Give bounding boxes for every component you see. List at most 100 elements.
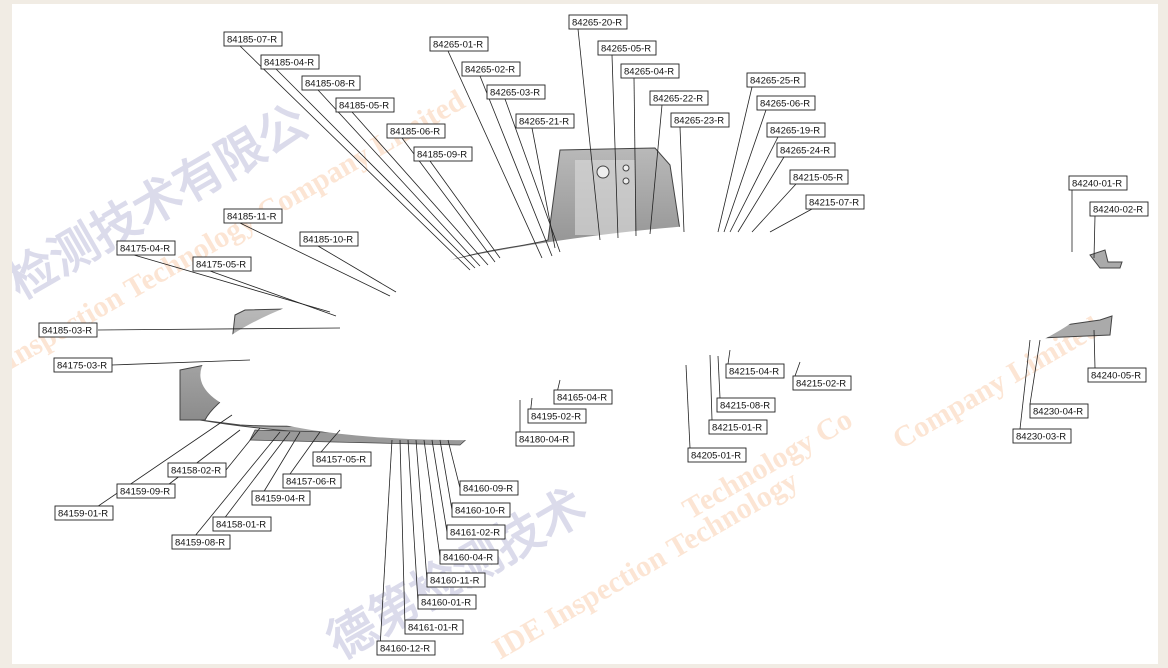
callout-label: 84195-02-R [527, 408, 587, 424]
callout-text: 84265-02-R [465, 65, 515, 76]
callout-box [805, 194, 865, 210]
callout-text: 84159-01-R [58, 509, 108, 520]
leader-line [751, 183, 797, 233]
callout-box [386, 123, 446, 139]
leader-line [794, 361, 801, 377]
leader-line [275, 68, 476, 269]
callout-box [299, 231, 359, 247]
callout-box [223, 208, 283, 224]
leader-line [679, 126, 685, 233]
callout-text: 84265-23-R [674, 116, 724, 127]
callout-text: 84161-02-R [450, 528, 500, 539]
callout-text: 84230-03-R [1016, 432, 1066, 443]
bolt-hole [596, 165, 610, 179]
callout-text: 84240-05-R [1091, 371, 1141, 382]
callout-box [38, 322, 98, 338]
callout-box [486, 84, 546, 100]
leader-line [429, 160, 501, 259]
callout-box [301, 75, 361, 91]
leader-line [399, 439, 406, 628]
callout-box [116, 483, 176, 499]
leader-line [317, 89, 481, 267]
callout-label: 84265-01-R [429, 36, 489, 52]
callout-box [687, 447, 747, 463]
callout-text: 84230-04-R [1033, 407, 1083, 418]
callout-label: 84160-11-R [426, 572, 486, 588]
callout-text: 84160-10-R [455, 506, 505, 517]
callout-text: 84160-09-R [463, 484, 513, 495]
leader-line [1093, 215, 1096, 259]
callout-box [670, 112, 730, 128]
callout-text: 84160-04-R [443, 553, 493, 564]
callout-label: 84158-01-R [212, 516, 272, 532]
leader-line [649, 104, 663, 235]
leader-line [379, 439, 393, 649]
leader-line [423, 439, 441, 558]
callout-label: 84265-23-R [670, 112, 730, 128]
cutaway-ellipse [200, 219, 1100, 441]
leader-line [717, 86, 753, 233]
callout-text: 84185-11-R [227, 212, 277, 223]
callout-text: 84180-04-R [519, 435, 569, 446]
callout-text: 84185-10-R [303, 235, 353, 246]
callout-label: 84240-01-R [1068, 175, 1128, 191]
leader-line [439, 439, 453, 511]
callout-text: 84265-04-R [624, 67, 674, 78]
watermark-en-3: IDE Inspection Technology [487, 464, 804, 664]
leader-line [317, 245, 397, 293]
leader-line [189, 431, 281, 543]
callout-label: 84240-05-R [1087, 367, 1147, 383]
callout-label: 84265-04-R [620, 63, 680, 79]
leader-lines [87, 28, 1096, 649]
leader-line [87, 414, 233, 514]
leader-line [284, 431, 321, 482]
callout-label: 84265-03-R [486, 84, 546, 100]
leader-line [259, 431, 301, 499]
drawing-canvas: 检测技术有限公 有限公 德第检测技术 Inspection Technology… [12, 4, 1158, 664]
callout-box [1068, 175, 1128, 191]
callout-text: 84205-01-R [691, 451, 741, 462]
leader-line [1093, 329, 1096, 369]
leader-line [431, 439, 448, 533]
callout-text: 84265-20-R [572, 18, 622, 29]
callout-box [515, 431, 575, 447]
leader-line [407, 439, 419, 603]
callout-label: 84215-07-R [805, 194, 865, 210]
callout-box [597, 40, 657, 56]
callout-label: 84160-12-R [376, 640, 436, 656]
callout-box [251, 490, 311, 506]
callout-box [312, 451, 372, 467]
callout-label: 84161-02-R [446, 524, 506, 540]
callout-label: 84265-22-R [649, 90, 709, 106]
callout-box [439, 549, 499, 565]
callout-box [756, 95, 816, 111]
leader-line [727, 349, 731, 365]
leader-line [737, 156, 785, 233]
leader-line [717, 355, 721, 399]
callout-text: 84165-04-R [557, 393, 607, 404]
callout-box [417, 594, 477, 610]
callout-label: 84159-04-R [251, 490, 311, 506]
leader-line [611, 54, 619, 239]
callout-box [708, 419, 768, 435]
callout-box [426, 572, 486, 588]
callout-label: 84185-07-R [223, 31, 283, 47]
callout-box [446, 524, 506, 540]
callout-text: 84215-01-R [712, 423, 762, 434]
callout-label: 84215-02-R [792, 375, 852, 391]
leader-line [531, 127, 556, 249]
callout-text: 84159-08-R [175, 538, 225, 549]
callout-box [766, 122, 826, 138]
callout-label: 84215-04-R [725, 363, 785, 379]
callout-label: 84160-01-R [417, 594, 477, 610]
callout-text: 84185-04-R [264, 58, 314, 69]
callout-text: 84175-03-R [57, 361, 107, 372]
bolt-hole [622, 164, 630, 172]
callout-label: 84159-01-R [54, 505, 114, 521]
callout-text: 84161-01-R [408, 623, 458, 634]
leader-line [1019, 339, 1031, 430]
callout-label: 84230-04-R [1029, 403, 1089, 419]
callout-box [792, 375, 852, 391]
callout-label: 84160-04-R [439, 549, 499, 565]
callout-label: 84185-10-R [299, 231, 359, 247]
